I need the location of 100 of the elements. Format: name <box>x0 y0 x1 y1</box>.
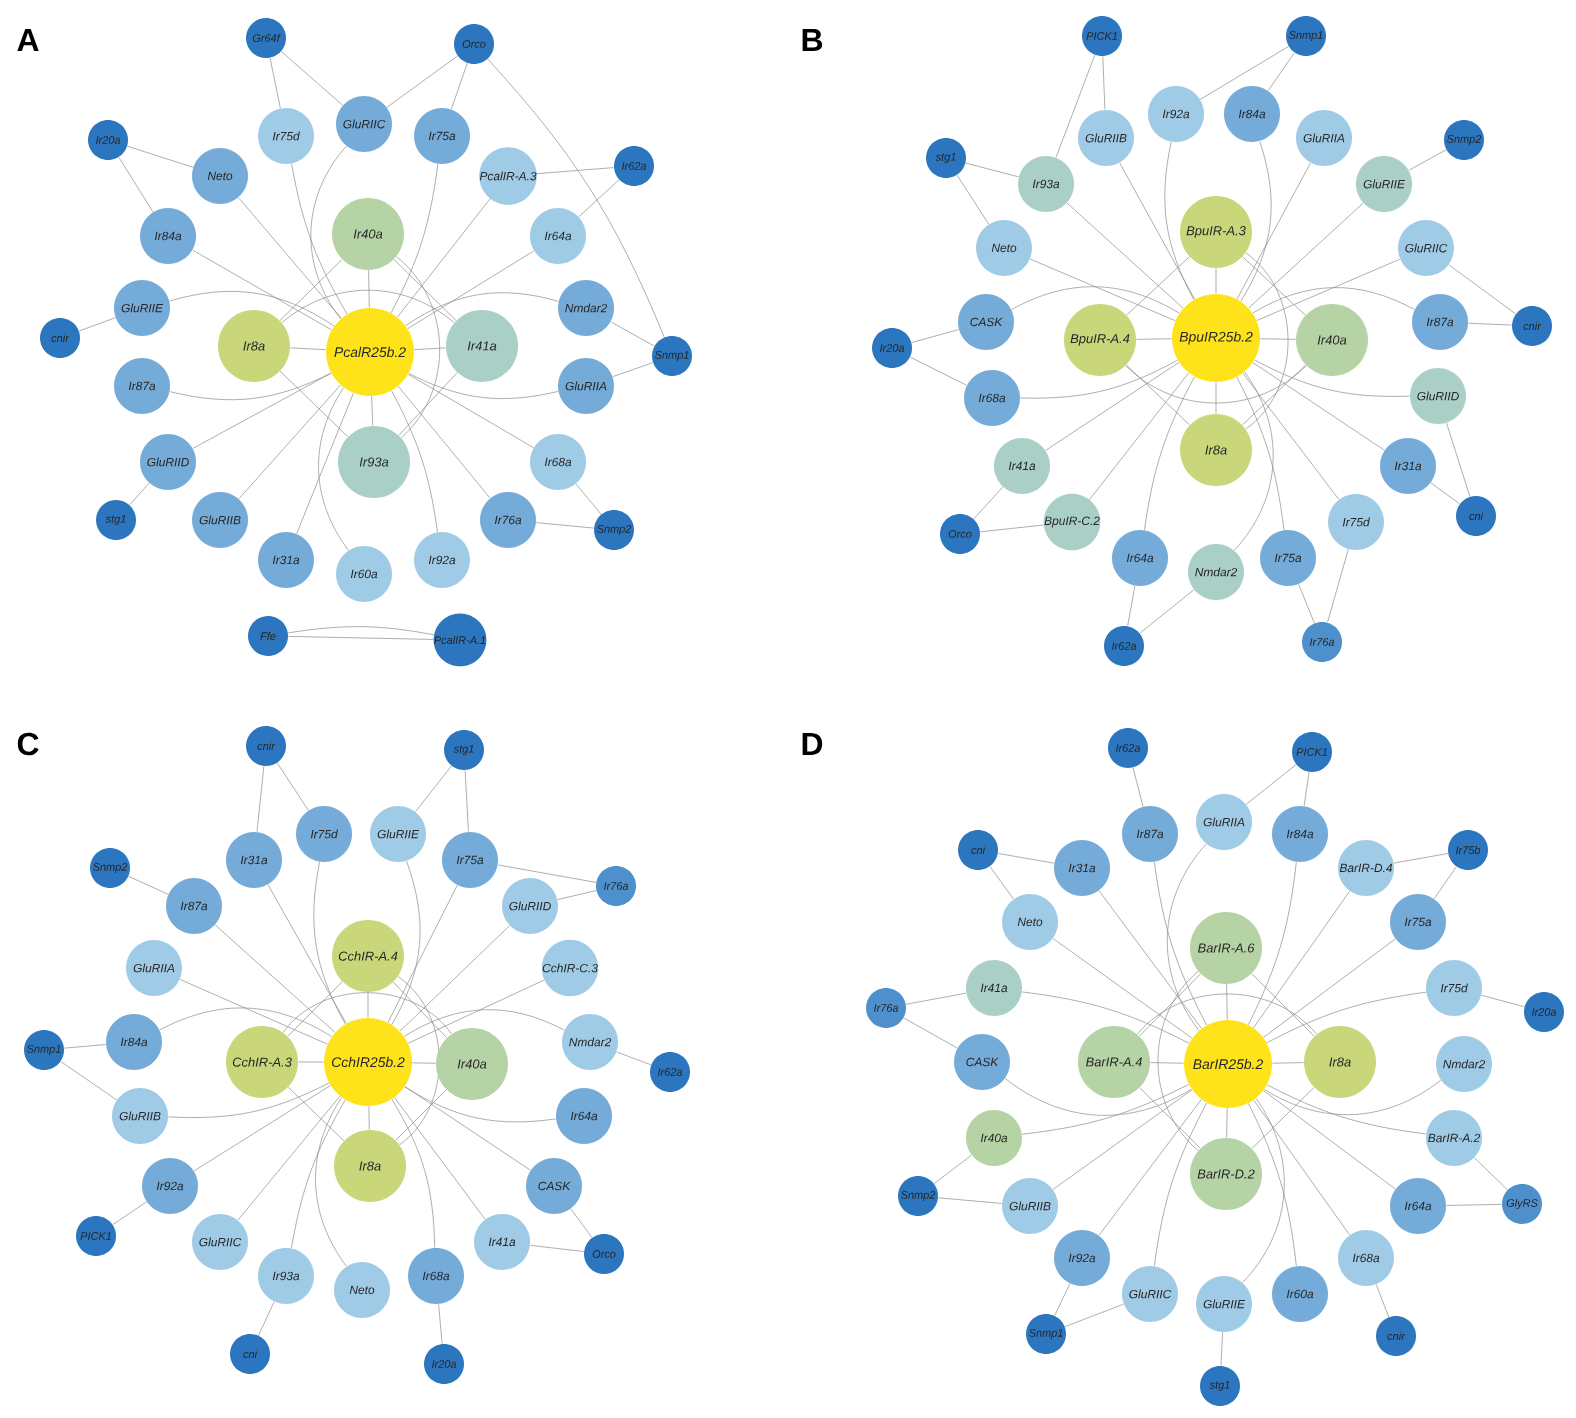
network-edge <box>404 1086 531 1171</box>
network-edge <box>464 770 469 832</box>
network-edge <box>1139 1087 1201 1149</box>
network-edge <box>407 374 534 448</box>
network-edge <box>1098 890 1202 1029</box>
network-edge <box>258 1301 275 1336</box>
network-edge <box>1137 993 1317 1035</box>
network-edge <box>1220 1332 1223 1366</box>
network-edge <box>127 145 194 168</box>
network-edge <box>1253 1099 1350 1236</box>
network-edge <box>1011 286 1180 314</box>
network-edge <box>1327 548 1349 623</box>
network-edge <box>391 860 421 1025</box>
network-edge <box>1245 764 1297 805</box>
network-edge <box>1248 202 1364 309</box>
network-edge <box>192 372 332 449</box>
network-edge <box>973 486 1004 520</box>
network-edge <box>1215 382 1217 414</box>
network-edge <box>497 864 597 883</box>
network-edge <box>129 482 150 506</box>
network-edge <box>1266 991 1427 1044</box>
network-edge <box>1446 1204 1502 1206</box>
network-edge <box>1252 362 1385 451</box>
network-edge <box>1004 1078 1192 1116</box>
network-edge <box>1029 258 1176 321</box>
network-edge <box>318 387 349 551</box>
network-edge <box>394 1097 486 1220</box>
network-edge <box>938 1197 1003 1204</box>
network-edge <box>315 1097 347 1267</box>
network-edge <box>1298 583 1315 624</box>
network-edge <box>905 992 967 1005</box>
network-edge <box>405 292 559 326</box>
network-edge <box>287 1086 345 1142</box>
network-edge <box>1054 1283 1071 1316</box>
network-edge <box>159 1007 332 1037</box>
network-edge <box>414 347 447 350</box>
network-edge <box>1474 1157 1508 1191</box>
network-edge <box>438 1303 443 1344</box>
network-edge <box>118 156 154 213</box>
network-edge <box>391 390 438 533</box>
network-edge <box>1153 861 1207 1026</box>
network-edge <box>368 1106 370 1130</box>
network-edge <box>78 317 116 332</box>
network-edge <box>193 1085 331 1172</box>
network-edge <box>112 1201 147 1225</box>
network-edge <box>1468 322 1512 326</box>
network-edge <box>1481 994 1525 1008</box>
network-edge <box>1153 1102 1207 1267</box>
network-edge <box>1266 1084 1427 1135</box>
network-edge <box>282 992 452 1035</box>
network-edge <box>371 396 374 426</box>
network-edge <box>535 522 595 529</box>
network-edge <box>368 270 370 308</box>
network-edge <box>1248 861 1297 1025</box>
network-edge <box>1303 771 1310 807</box>
network-edge <box>276 762 309 811</box>
network-edge <box>313 861 346 1025</box>
panel-letter: A <box>17 29 39 51</box>
network-edge <box>1125 365 1307 404</box>
network-edge <box>1226 1108 1228 1138</box>
network-edge <box>575 483 602 515</box>
network-edge <box>1066 202 1184 309</box>
network-edge <box>1139 973 1201 1037</box>
network-edge <box>979 524 1045 533</box>
network-edge <box>291 163 348 315</box>
network-edge <box>535 167 615 175</box>
network-edge <box>1136 338 1172 340</box>
network-edge <box>408 373 559 399</box>
network-edge <box>1242 372 1340 500</box>
network-edge <box>238 384 341 500</box>
network-edge <box>1248 1103 1297 1267</box>
network-edge <box>1126 364 1190 426</box>
network-edge <box>128 876 169 895</box>
network-edge <box>192 249 332 331</box>
network-edge <box>616 1051 652 1066</box>
network-edge <box>267 884 347 1024</box>
network-edge <box>1253 890 1350 1028</box>
network-edge <box>1157 971 1199 1151</box>
network-edge <box>1256 258 1401 321</box>
network-edge <box>610 321 655 347</box>
network-edge <box>911 329 959 343</box>
network-edge <box>1233 371 1274 551</box>
network-edge <box>1245 252 1289 430</box>
network-edge <box>1260 338 1296 340</box>
network-edge <box>288 636 440 640</box>
network-edge <box>310 145 347 320</box>
network-edge <box>287 981 343 1037</box>
network-edge <box>1102 56 1106 110</box>
network-edge <box>1240 140 1272 302</box>
network-edge <box>398 372 458 436</box>
network-edge <box>1263 1090 1396 1190</box>
network-edge <box>1448 264 1516 315</box>
network-edge <box>256 765 265 833</box>
network-edge <box>1236 376 1285 531</box>
network-edge <box>169 291 335 327</box>
network-edge <box>1264 1079 1442 1115</box>
network-edge <box>390 163 439 314</box>
network-edge <box>997 853 1055 864</box>
network-edge <box>395 1089 447 1141</box>
network-edge <box>279 370 349 438</box>
